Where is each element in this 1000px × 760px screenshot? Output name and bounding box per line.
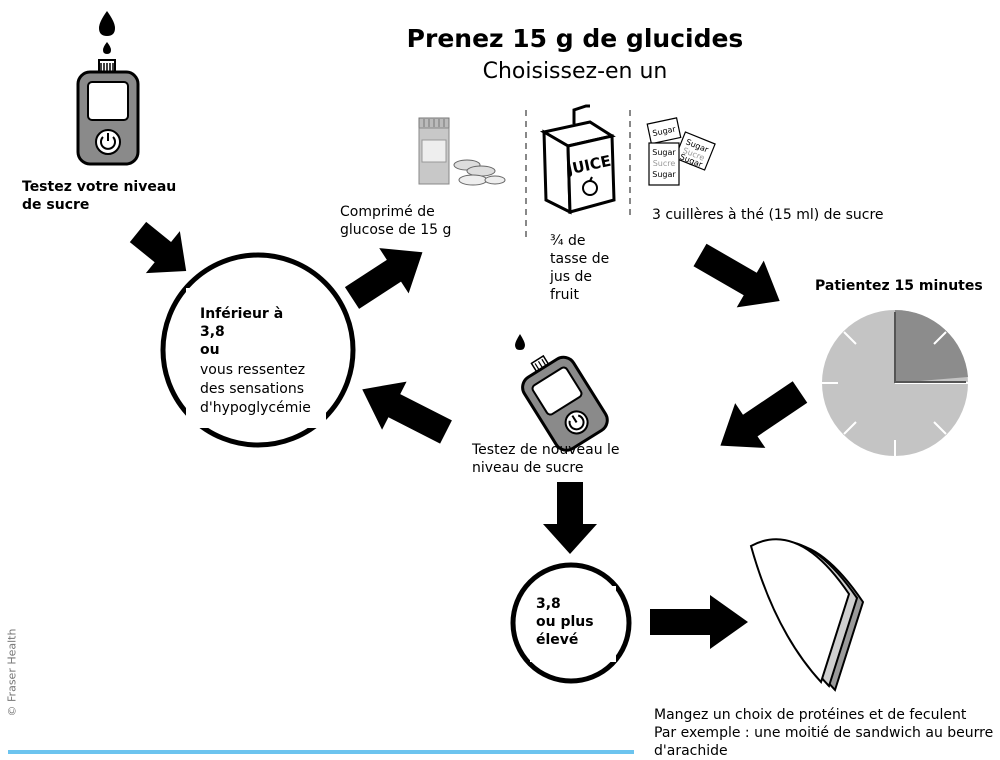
test-level-label: Testez votre niveau de sucre: [22, 179, 177, 213]
svg-text:Sugar: Sugar: [652, 170, 676, 179]
glucose-tablets-icon: [418, 117, 506, 186]
credit-text: © Fraser Health: [5, 628, 19, 717]
eat-line2: Par exemple : une moitié de sandwich au …: [654, 725, 994, 741]
wait-label: Patientez 15 minutes: [815, 278, 983, 294]
glucose-meter-icon: [76, 11, 140, 166]
low-line4: vous ressentez: [200, 362, 306, 378]
juice-box-icon: JUICE: [539, 104, 616, 215]
arrow-retest-to-low: [362, 381, 452, 444]
arrow-ok-to-eat: [650, 595, 748, 649]
low-line2: 3,8: [200, 324, 225, 340]
retest-label: Testez de nouveau le niveau de sucre: [472, 442, 620, 476]
eat-line3: d'arachide: [654, 743, 728, 759]
arrow-retest-to-ok: [543, 482, 597, 554]
sugar-packets-icon: Sugar Sugar Sucre Sugar Sugar Sucre Suga…: [646, 117, 716, 186]
ok-line1: 3,8: [536, 596, 561, 612]
separator-right: [629, 110, 631, 220]
ok-level-circle: [510, 562, 632, 684]
arrow-low-to-choices: [344, 248, 423, 309]
page-title: Prenez 15 g de glucides: [406, 24, 744, 53]
arrow-wait-to-retest: [720, 381, 808, 448]
svg-text:Sugar: Sugar: [652, 148, 676, 157]
ok-line2: ou plus: [536, 614, 594, 630]
sandwich-icon: [749, 538, 865, 692]
low-line6: d'hypoglycémie: [200, 400, 311, 416]
retest-meter-icon: [515, 334, 609, 452]
bottom-accent-line: [8, 750, 634, 754]
clock-icon: [822, 309, 968, 456]
low-line5: des sensations: [200, 381, 305, 397]
glucose-tablet-label: Comprimé de glucose de 15 g: [340, 204, 452, 238]
ok-line3: élevé: [536, 632, 579, 648]
arrow-choices-to-wait: [693, 243, 780, 308]
low-line3: ou: [200, 342, 220, 358]
juice-label: ¾ de tasse de jus de fruit: [550, 233, 610, 303]
sugar-label: 3 cuillères à thé (15 ml) de sucre: [652, 207, 884, 223]
eat-line1: Mangez un choix de protéines et de fecul…: [654, 707, 967, 723]
svg-text:Sucre: Sucre: [653, 159, 676, 168]
low-line1: Inférieur à: [200, 306, 284, 322]
low-level-circle: [160, 252, 356, 448]
page-subtitle: Choisissez-en un: [482, 59, 668, 84]
arrow-test-to-low: [129, 221, 187, 274]
